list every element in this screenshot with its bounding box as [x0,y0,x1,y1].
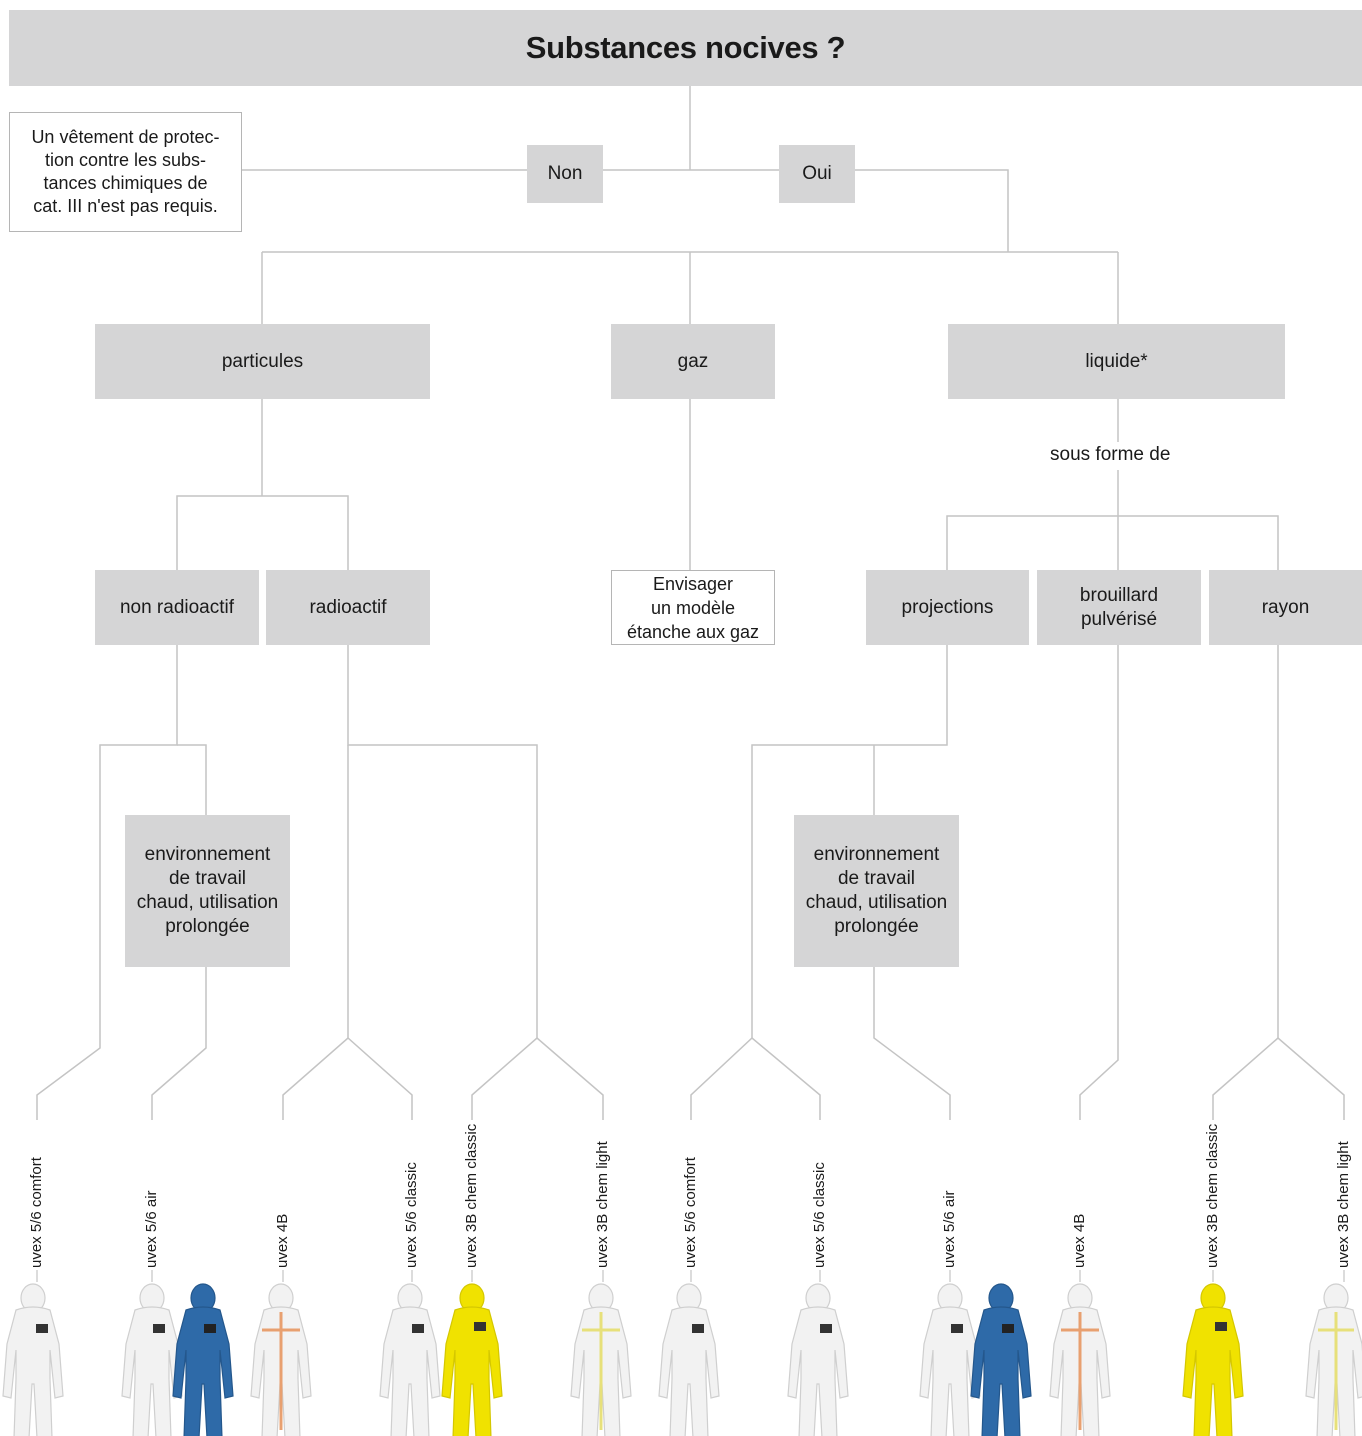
suit-icon [970,1283,1032,1436]
node-rayon: rayon [1209,570,1362,645]
suit-icon [172,1283,234,1436]
sous-forme-de-label: sous forme de [1050,444,1171,465]
node-brouillard: brouillard pulvérisé [1037,570,1201,645]
suit-icon [379,1283,441,1436]
node-env-right: environnement de travail chaud, utilisat… [794,815,959,967]
suit-icon [658,1283,720,1436]
suit-icon [787,1283,849,1436]
suit-icon [919,1283,981,1436]
suit-icon [441,1283,503,1436]
node-gaz: gaz [611,324,775,399]
node-non-radioactif: non radioactif [95,570,259,645]
node-env-left: environnement de travail chaud, utilisat… [125,815,290,967]
suit-icon [2,1283,64,1436]
node-oui: Oui [779,145,855,203]
node-radioactif: radioactif [266,570,430,645]
node-particules: particules [95,324,430,399]
node-non: Non [527,145,603,203]
no-protection-note: Un vêtement de protec- tion contre les s… [9,112,242,232]
suit-icon [1305,1283,1362,1436]
suit-icon [1182,1283,1244,1436]
page-title: Substances nocives ? [9,10,1362,86]
node-liquide: liquide* [948,324,1285,399]
gas-tight-note: Envisager un modèle étanche aux gaz [611,570,775,645]
suit-icon [121,1283,183,1436]
node-projections: projections [866,570,1029,645]
